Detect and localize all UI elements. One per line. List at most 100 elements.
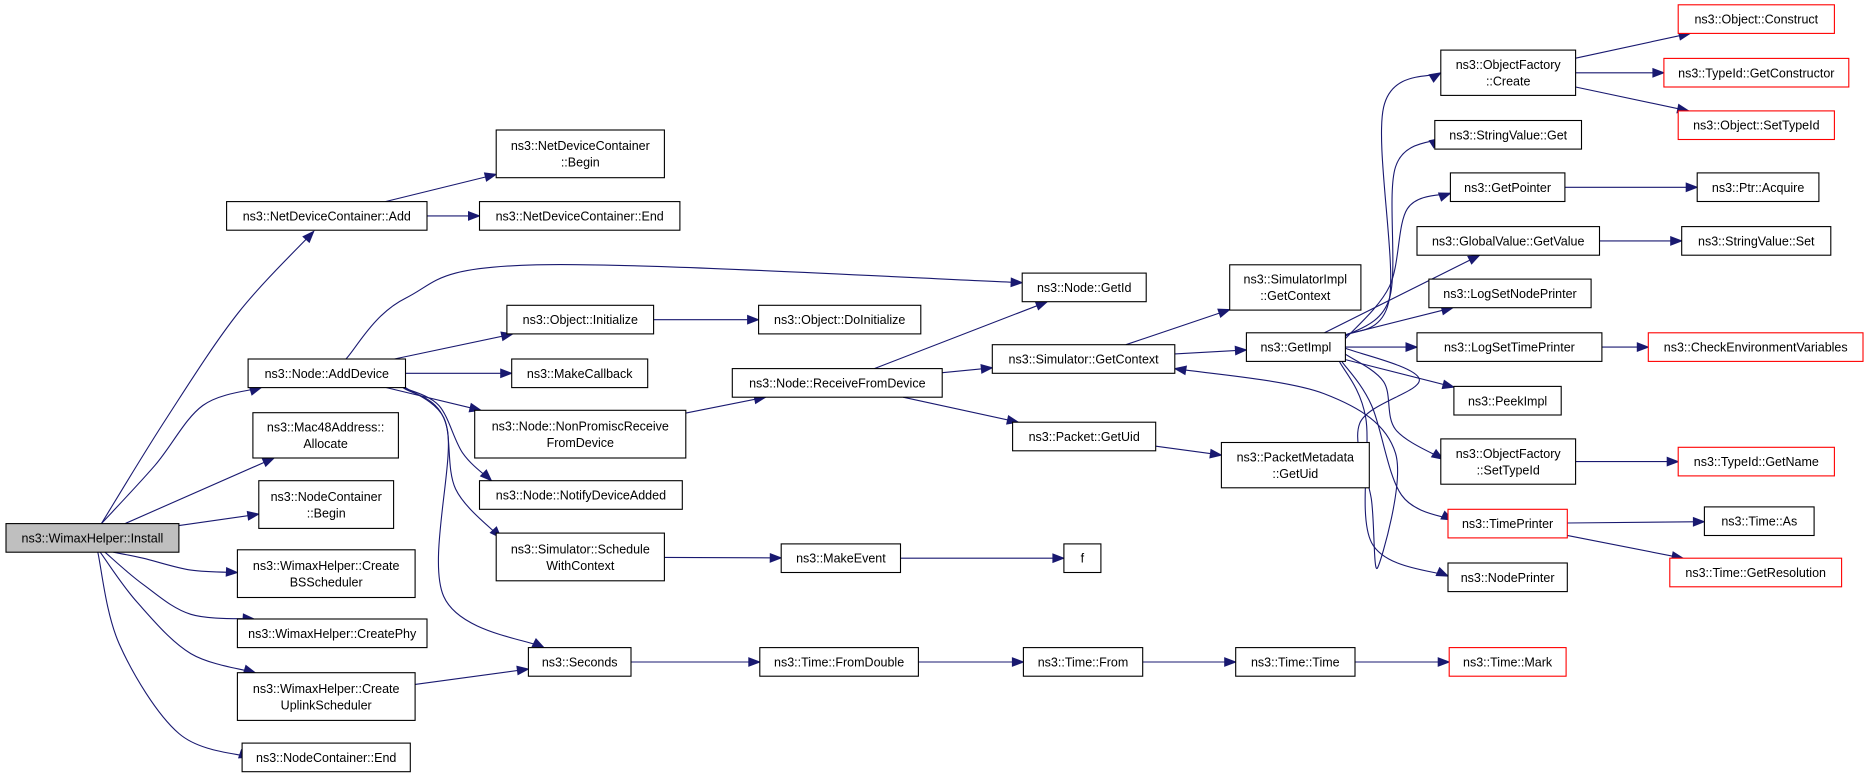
edge-line	[99, 551, 256, 674]
node-label: ns3::WimaxHelper::Create	[253, 682, 400, 696]
node-node_adddevice[interactable]: ns3::Node::AddDevice	[247, 358, 407, 389]
node-nodeprinter[interactable]: ns3::NodePrinter	[1447, 562, 1568, 593]
node-f[interactable]: f	[1063, 543, 1102, 574]
edge-ndc_add-to-ndc_end	[427, 210, 481, 221]
node-gv_getvalue[interactable]: ns3::GlobalValue::GetValue	[1416, 226, 1601, 256]
node-box	[1063, 543, 1102, 574]
node-install[interactable]: ns3::WimaxHelper::Install	[5, 523, 180, 553]
node-sv_get[interactable]: ns3::StringValue::Get	[1434, 119, 1583, 150]
node-makeevent[interactable]: ns3::MakeEvent	[780, 543, 902, 574]
node-peekimpl[interactable]: ns3::PeekImpl	[1453, 385, 1562, 416]
node-getimpl[interactable]: ns3::GetImpl	[1245, 332, 1346, 362]
node-time_from[interactable]: ns3::Time::From	[1022, 647, 1144, 677]
edge-arrowhead	[1437, 657, 1451, 667]
edge-sim_getcontext-to-getimpl	[1174, 345, 1248, 356]
node-box	[1440, 438, 1577, 485]
node-makecallback[interactable]: ns3::MakeCallback	[511, 358, 649, 389]
node-getpointer[interactable]: ns3::GetPointer	[1449, 172, 1566, 203]
node-create_phy[interactable]: ns3::WimaxHelper::CreatePhy	[236, 618, 428, 649]
node-label: ns3::NetDeviceContainer	[511, 139, 650, 153]
node-nc_begin[interactable]: ns3::NodeContainer::Begin	[258, 480, 395, 529]
node-receivefromdevice[interactable]: ns3::Node::ReceiveFromDevice	[731, 368, 943, 398]
node-box	[478, 480, 683, 510]
edge-arrowhead	[531, 638, 546, 649]
node-of_settypeid[interactable]: ns3::ObjectFactory::SetTypeId	[1440, 438, 1577, 485]
node-label: Allocate	[303, 437, 348, 451]
node-checkenv[interactable]: ns3::CheckEnvironmentVariables	[1647, 332, 1864, 362]
node-label: ns3::LogSetNodePrinter	[1443, 287, 1576, 301]
node-sv_set[interactable]: ns3::StringValue::Set	[1681, 226, 1832, 256]
node-typeid_getname[interactable]: ns3::TypeId::GetName	[1677, 446, 1835, 477]
node-obj_initialize[interactable]: ns3::Object::Initialize	[506, 304, 655, 335]
node-box	[1229, 264, 1362, 311]
node-label: ns3::Seconds	[542, 656, 618, 670]
node-simimpl_getcontext[interactable]: ns3::SimulatorImpl::GetContext	[1229, 264, 1362, 311]
node-time_mark[interactable]: ns3::Time::Mark	[1448, 647, 1567, 677]
node-logsetnodeprinter[interactable]: ns3::LogSetNodePrinter	[1428, 278, 1592, 309]
node-packet_getuid[interactable]: ns3::Packet::GetUid	[1012, 421, 1157, 452]
nodes-layer: ns3::WimaxHelper::Install ns3::NetDeviceC…	[5, 4, 1864, 773]
edge-line	[100, 387, 262, 524]
node-box	[241, 742, 411, 773]
node-time_fromdouble[interactable]: ns3::Time::FromDouble	[759, 647, 919, 677]
edge-line	[402, 387, 545, 649]
node-obj_doinitialize[interactable]: ns3::Object::DoInitialize	[758, 304, 922, 335]
node-label: ns3::Object::Initialize	[523, 313, 638, 327]
edge-arrowhead	[1217, 308, 1232, 318]
edge-line	[1344, 192, 1451, 340]
node-pm_getuid[interactable]: ns3::PacketMetadata::GetUid	[1220, 441, 1370, 489]
node-ptr_acquire[interactable]: ns3::Ptr::Acquire	[1696, 172, 1820, 203]
node-ndc_end[interactable]: ns3::NetDeviceContainer::End	[478, 201, 681, 231]
edge-arrowhead	[1435, 566, 1450, 577]
edge-line	[104, 551, 255, 620]
node-label: ns3::Time::FromDouble	[774, 656, 904, 670]
edge-arrowhead	[479, 469, 493, 482]
node-label: ns3::MakeEvent	[796, 552, 886, 566]
node-label: ns3::NetDeviceContainer::End	[496, 209, 664, 223]
node-box	[5, 523, 180, 553]
node-of_create[interactable]: ns3::ObjectFactory::Create	[1440, 49, 1577, 96]
node-box	[1447, 562, 1568, 593]
node-notifydeviceadded[interactable]: ns3::Node::NotifyDeviceAdded	[478, 480, 683, 510]
node-label: ns3::NodeContainer::End	[256, 751, 396, 765]
node-node_getid[interactable]: ns3::Node::GetId	[1021, 272, 1147, 303]
node-label: ns3::Object::SetTypeId	[1693, 119, 1820, 133]
node-label: ns3::Node::GetId	[1037, 281, 1132, 295]
node-time_as[interactable]: ns3::Time::As	[1703, 506, 1815, 537]
edge-install-to-nc_end	[97, 552, 252, 759]
node-time_getresolution[interactable]: ns3::Time::GetResolution	[1669, 557, 1843, 588]
node-logsettimeprinter[interactable]: ns3::LogSetTimePrinter	[1416, 332, 1603, 362]
node-nc_end[interactable]: ns3::NodeContainer::End	[241, 742, 411, 773]
node-box	[1703, 506, 1815, 537]
node-label: ns3::NodeContainer	[271, 490, 382, 504]
edge-line	[1575, 32, 1691, 59]
edge-create_ul-to-seconds	[415, 665, 530, 685]
node-ndc_add[interactable]: ns3::NetDeviceContainer::Add	[226, 201, 428, 231]
node-label: ns3::GlobalValue::GetValue	[1432, 234, 1584, 248]
node-box	[1449, 172, 1566, 203]
node-obj_construct[interactable]: ns3::Object::Construct	[1677, 4, 1835, 34]
node-box	[1021, 272, 1147, 303]
edge-receivefromdevice-to-packet_getuid	[902, 396, 1020, 425]
edge-install-to-node_adddevice	[100, 386, 263, 524]
node-mac48_allocate[interactable]: ns3::Mac48Address::Allocate	[252, 412, 399, 459]
edge-arrowhead	[1173, 365, 1188, 376]
node-timeprinter[interactable]: ns3::TimePrinter	[1447, 508, 1568, 539]
node-box	[1677, 446, 1835, 477]
node-label: ns3::Packet::GetUid	[1029, 430, 1140, 444]
node-obj_settypeid[interactable]: ns3::Object::SetTypeId	[1677, 110, 1835, 141]
node-box	[1012, 421, 1157, 452]
node-ndc_begin[interactable]: ns3::NetDeviceContainer::Begin	[495, 129, 665, 179]
node-sim_getcontext[interactable]: ns3::Simulator::GetContext	[991, 344, 1176, 374]
edge-packet_getuid-to-pm_getuid	[1155, 445, 1223, 459]
node-seconds[interactable]: ns3::Seconds	[527, 647, 632, 677]
edge-arrowhead	[1234, 345, 1248, 356]
node-time_time[interactable]: ns3::Time::Time	[1235, 647, 1356, 677]
node-box	[1440, 49, 1577, 96]
node-typeid_getconstructor[interactable]: ns3::TypeId::GetConstructor	[1663, 57, 1850, 88]
node-box	[247, 358, 407, 389]
